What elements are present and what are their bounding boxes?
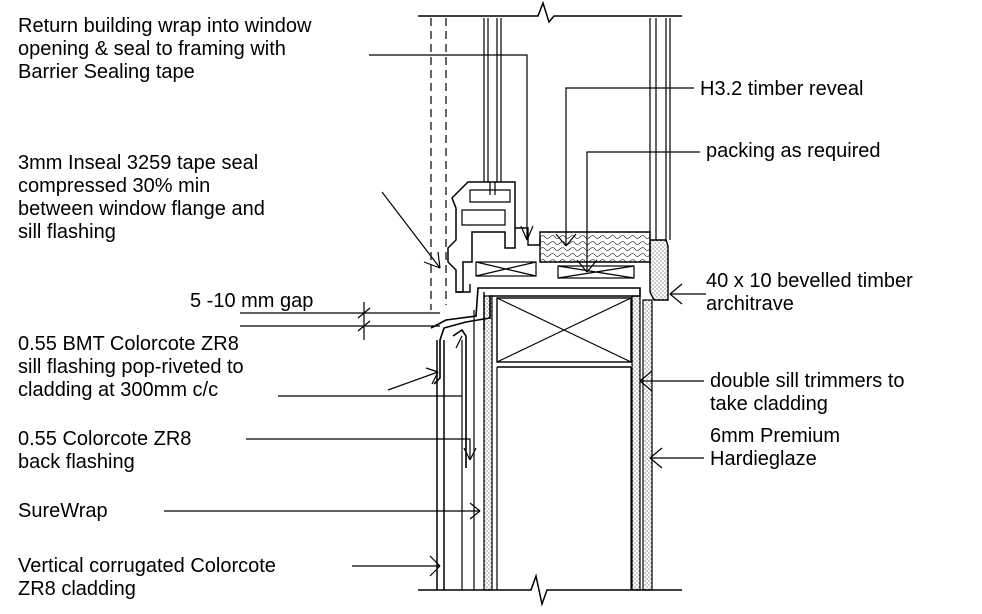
label-timber-reveal: H3.2 timber reveal (700, 78, 864, 100)
label-hardieglaze: 6mm Premium Hardieglaze (710, 425, 841, 470)
label-gap: 5 -10 mm gap (190, 290, 314, 312)
packing-left (475, 261, 537, 277)
label-sill-flashing: 0.55 BMT Colorcote ZR8 sill flashing pop… (18, 333, 244, 401)
label-surewrap: SureWrap (18, 500, 108, 522)
bottom-break-line (418, 573, 682, 607)
timber-reveal (539, 231, 651, 263)
top-break-line (418, 0, 682, 24)
hardieglaze-right (631, 295, 641, 591)
leader-building-wrap (369, 54, 528, 240)
hardieglaze-outer (642, 299, 653, 591)
label-tape-seal: 3mm Inseal 3259 tape seal compressed 30%… (18, 152, 265, 243)
leader-sill-flashing (387, 371, 439, 391)
packing-right (557, 265, 635, 279)
window-sill-profile (447, 181, 516, 293)
label-architrave: 40 x 10 bevelled timber architrave (706, 270, 913, 315)
leader-packing (586, 151, 700, 272)
label-packing: packing as required (706, 140, 881, 162)
architrave (649, 239, 669, 301)
label-cladding: Vertical corrugated Colorcote ZR8 claddi… (18, 555, 276, 600)
back-flashing (452, 328, 467, 468)
label-back-flashing: 0.55 Colorcote ZR8 back flashing (18, 428, 192, 473)
leader-timber-reveal (565, 87, 694, 246)
sill-trimmer-box (496, 297, 632, 363)
label-building-wrap: Return building wrap into window opening… (18, 15, 312, 83)
label-sill-trimmers: double sill trimmers to take cladding (710, 370, 905, 415)
leader-tape-seal (381, 191, 441, 269)
hardieglaze-left (483, 295, 493, 591)
leader-back-flashing (246, 438, 471, 460)
